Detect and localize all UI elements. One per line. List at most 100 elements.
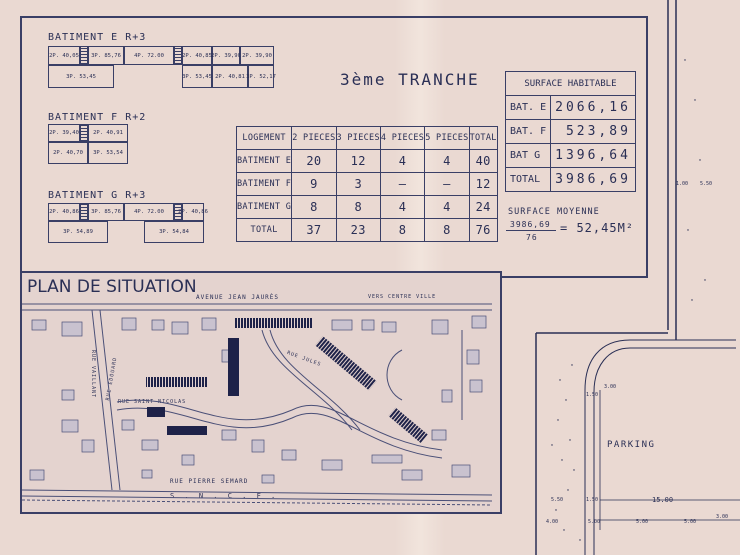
unit-cell: 3P. 85,76 <box>88 203 124 221</box>
fraction-bar <box>506 230 556 231</box>
dim-label: 5.50 <box>551 497 564 503</box>
logement-value: 4 <box>379 149 426 173</box>
parking-drawing <box>535 0 740 555</box>
surface-title-row: SURFACE HABITABLE <box>505 71 636 96</box>
dim-label: 4.00 <box>546 519 559 525</box>
street-vers-centre: VERS CENTRE VILLE <box>368 294 437 300</box>
batiment-f-title: BATIMENT F R+2 <box>48 112 147 123</box>
stair-cell <box>174 203 182 221</box>
batiment-e-plan: 2P. 40,05 3P. 85,76 4P. 72.00 2P. 40,85 … <box>48 46 276 88</box>
logement-value: 8 <box>291 195 337 219</box>
dim-label: 1.50 <box>586 497 599 503</box>
unit-cell: 3P. 85,76 <box>88 46 124 65</box>
logement-value: 4 <box>379 195 426 219</box>
logement-value: 76 <box>468 218 498 242</box>
logement-header-cell: TOTAL <box>468 126 498 150</box>
logement-header-cell: 2 PIECES <box>291 126 337 150</box>
unit-cell: 3P. 53,45 <box>182 65 212 88</box>
logement-value: 9 <box>291 172 337 196</box>
logement-value: 4 <box>424 195 470 219</box>
tranche-title: 3ème TRANCHE <box>340 70 480 89</box>
dim-label: 5.00 <box>588 519 601 525</box>
logement-header-cell: 4 PIECES <box>379 126 426 150</box>
unit-cell: 3P. 52,17 <box>246 65 276 88</box>
logement-value: 8 <box>335 195 381 219</box>
surface-building: TOTAL <box>504 167 552 192</box>
stair-cell <box>174 46 182 65</box>
dim-label: 3.00 <box>604 384 617 390</box>
unit-cell: 2P. 40,91 <box>88 124 128 142</box>
stair-cell <box>80 203 88 221</box>
dim-label: 5.00 <box>684 519 697 525</box>
unit-cell: 2P. 40,86 <box>178 203 208 221</box>
batiment-g-plan: 2P. 40,86 3P. 85,76 4P. 72.00 2P. 40,86 … <box>48 203 208 243</box>
surface-title: SURFACE HABITABLE <box>505 71 636 96</box>
surface-building: BAT. E <box>504 95 552 120</box>
situation-map <box>22 303 493 506</box>
unit-cell: 4P. 72.00 <box>124 46 174 65</box>
dim-label: 3.00 <box>716 514 729 520</box>
moyenne-denominator: 76 <box>526 233 538 242</box>
unit-cell: 2P. 39,90 <box>211 46 241 65</box>
street-pierre-semard: RUE PIERRE SEMARD <box>170 478 249 485</box>
dim-label: 5.50 <box>700 181 713 187</box>
logement-value: 3 <box>335 172 381 196</box>
logement-header-cell: 5 PIECES <box>424 126 470 150</box>
unit-cell: 2P. 39,90 <box>240 46 274 65</box>
unit-cell: 2P. 40,85 <box>182 46 212 65</box>
logement-header-cell: LOGEMENT <box>235 126 293 150</box>
stair-cell <box>80 124 88 142</box>
surface-value: 1396,64 <box>550 143 636 168</box>
logement-value: 20 <box>291 149 337 173</box>
logement-value: 12 <box>335 149 381 173</box>
unit-cell: 2P. 40,05 <box>48 46 80 65</box>
logement-value: 4 <box>424 149 470 173</box>
logement-value: 8 <box>424 218 470 242</box>
surface-value: 523,89 <box>550 119 636 144</box>
batiment-g-title: BATIMENT G R+3 <box>48 190 147 201</box>
unit-cell: 3P. 53,54 <box>88 142 128 164</box>
logement-value: 40 <box>468 149 498 173</box>
dim-label: 5.00 <box>636 519 649 525</box>
logement-value: 24 <box>468 195 498 219</box>
surface-building: BAT G <box>504 143 552 168</box>
unit-cell: 2P. 40,70 <box>48 142 88 164</box>
street-saint-nicolas: RUE SAINT NICOLAS <box>118 399 187 405</box>
unit-cell: 4P. 72.00 <box>124 203 174 221</box>
plan-title: PLAN DE SITUATION <box>27 277 197 297</box>
dim-label: 1.00 <box>676 181 689 187</box>
logement-value: 8 <box>379 218 426 242</box>
street-avenue-jean-jaures: AVENUE JEAN JAURÈS <box>196 294 280 301</box>
surface-value: 3986,69 <box>550 167 636 192</box>
logement-value: 12 <box>468 172 498 196</box>
dim-label: 1.50 <box>586 392 599 398</box>
logement-value: – <box>424 172 470 196</box>
moyenne-numerator: 3986,69 <box>510 220 551 229</box>
moyenne-result: = 52,45M² <box>560 221 635 235</box>
logement-row-label: BATIMENT G <box>235 195 293 219</box>
logement-value: 23 <box>335 218 381 242</box>
stair-cell <box>80 46 88 65</box>
rail-sncf: S . N . C . F . <box>170 492 279 500</box>
logement-row-label: TOTAL <box>235 218 293 242</box>
logement-row-label: BATIMENT E <box>235 149 293 173</box>
dim-label: 15.00 <box>652 496 674 504</box>
surface-moyenne-label: SURFACE MOYENNE <box>508 207 600 217</box>
unit-cell: 3P. 54,84 <box>144 221 204 243</box>
unit-cell: 2P. 40,86 <box>48 203 80 221</box>
batiment-e-title: BATIMENT E R+3 <box>48 32 147 43</box>
logement-value: – <box>379 172 426 196</box>
logement-header-cell: 3 PIECES <box>335 126 381 150</box>
